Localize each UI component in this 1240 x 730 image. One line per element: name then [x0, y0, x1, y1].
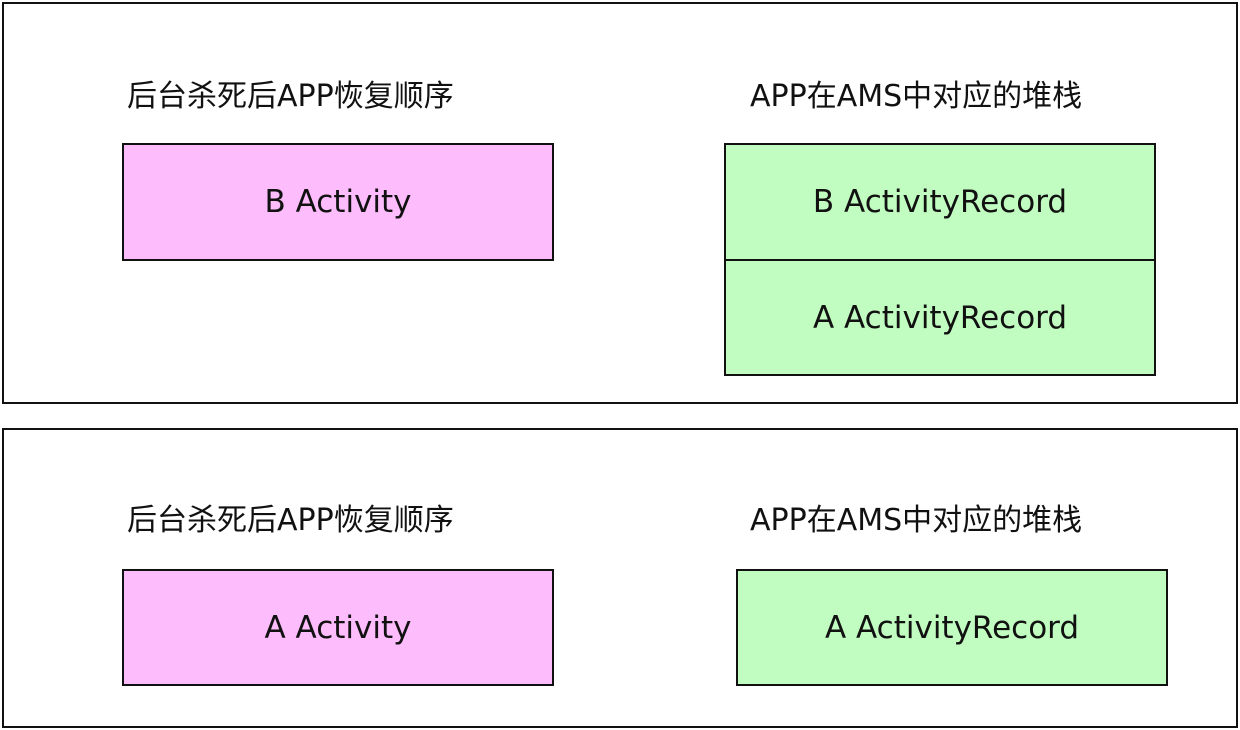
activity-record-box: B ActivityRecord [724, 143, 1156, 261]
ams-stack-heading: APP在AMS中对应的堆栈 [750, 79, 1083, 114]
activity-record-box: A ActivityRecord [724, 259, 1156, 376]
activity-record-box: A ActivityRecord [736, 569, 1168, 686]
restore-order-heading: 后台杀死后APP恢复顺序 [127, 79, 454, 114]
restore-order-heading: 后台杀死后APP恢复顺序 [127, 503, 454, 538]
activity-box: A Activity [122, 569, 554, 686]
activity-box: B Activity [122, 143, 554, 261]
scenario-panel-bottom: 后台杀死后APP恢复顺序 APP在AMS中对应的堆栈 A Activity A … [2, 428, 1238, 728]
ams-stack-heading: APP在AMS中对应的堆栈 [750, 503, 1083, 538]
scenario-panel-top: 后台杀死后APP恢复顺序 APP在AMS中对应的堆栈 B Activity B … [2, 2, 1238, 404]
